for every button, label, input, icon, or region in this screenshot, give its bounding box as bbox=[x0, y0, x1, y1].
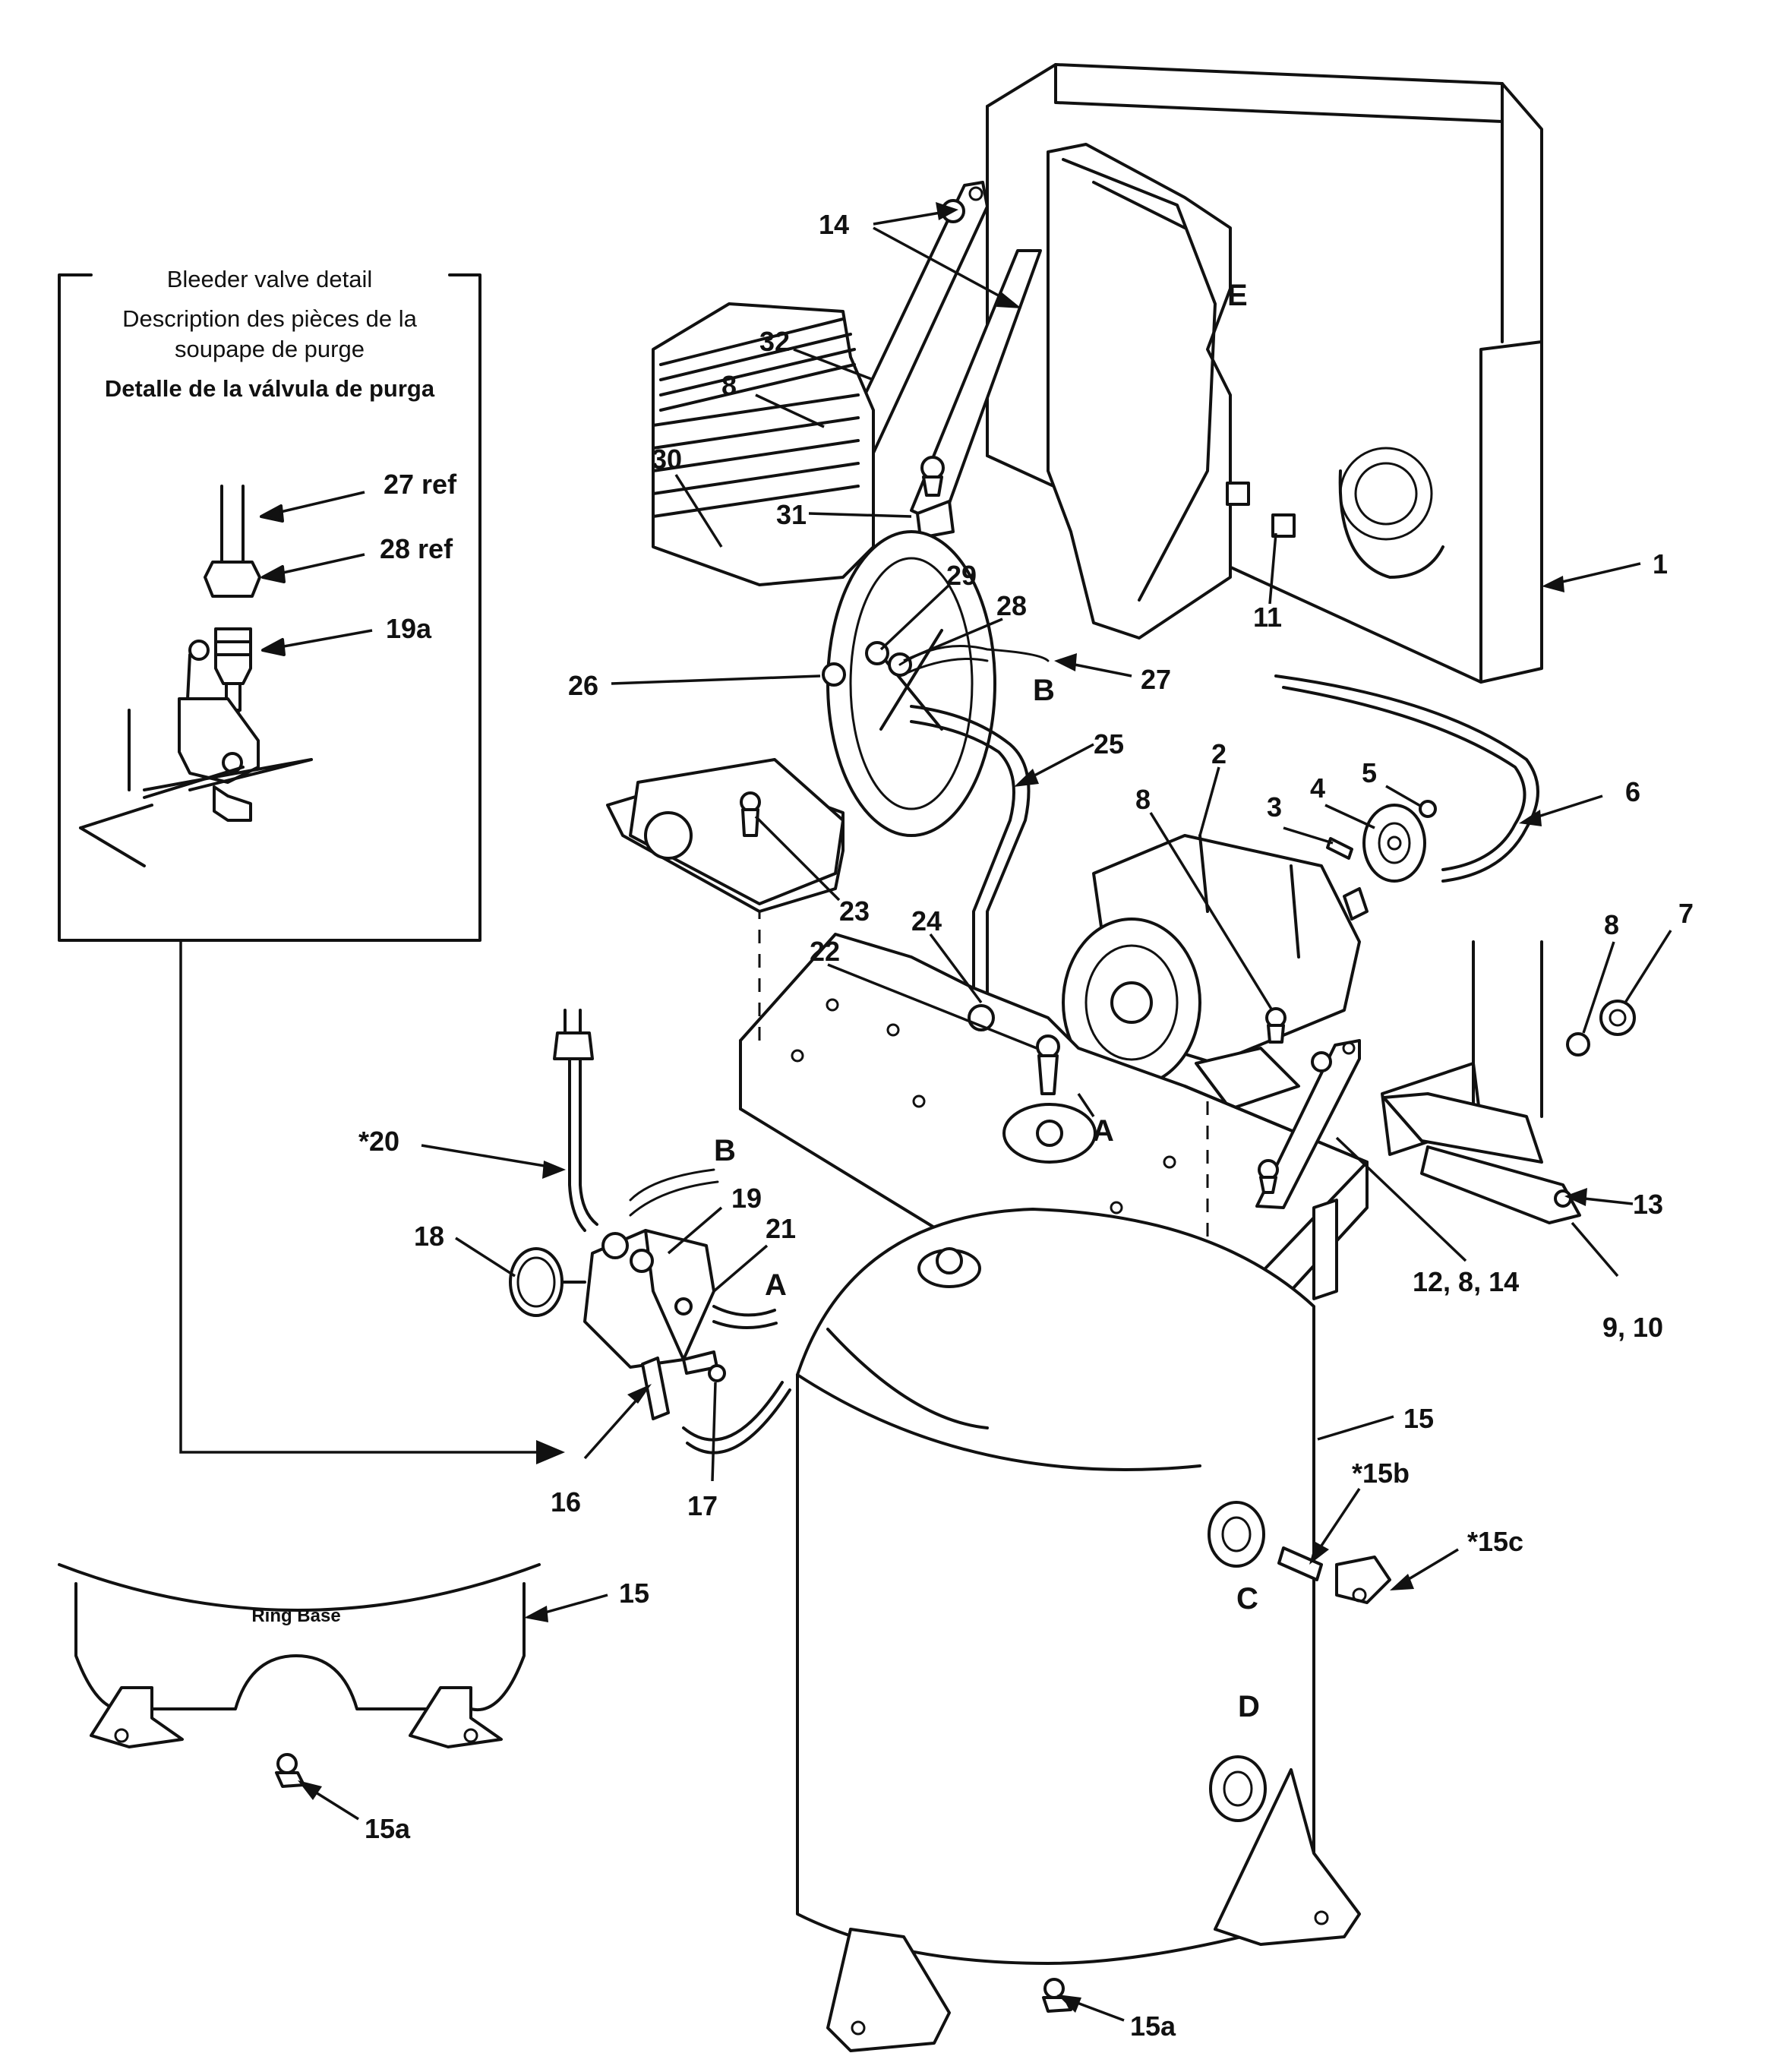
connection-letter-a-switch: A bbox=[765, 1268, 787, 1302]
label-8-top: 8 bbox=[721, 370, 737, 401]
right-brackets bbox=[1255, 940, 1636, 1224]
label-2: 2 bbox=[1211, 738, 1227, 769]
label-22: 22 bbox=[810, 936, 840, 967]
callout-leaders bbox=[421, 202, 1672, 2022]
label-25: 25 bbox=[1094, 728, 1124, 760]
label-19: 19 bbox=[731, 1183, 762, 1214]
connection-letter-d: D bbox=[1238, 1690, 1260, 1723]
callout-labels: 1 2 3 4 5 6 7 8 8 8 9, 10 11 12, 8, 14 1… bbox=[358, 209, 1694, 2042]
electric-motor bbox=[1062, 800, 1437, 1110]
drive-belt bbox=[1274, 674, 1539, 883]
label-15a: 15a bbox=[1130, 2010, 1176, 2042]
label-15b: *15b bbox=[1352, 1458, 1410, 1489]
label-30: 30 bbox=[652, 444, 682, 475]
label-27: 27 bbox=[1141, 664, 1171, 695]
label-8-motor: 8 bbox=[1135, 784, 1151, 815]
connection-letter-c: C bbox=[1236, 1582, 1258, 1616]
pressure-switch-assembly bbox=[509, 1009, 791, 1455]
label-23: 23 bbox=[839, 895, 870, 927]
belt-guard bbox=[986, 63, 1543, 684]
label-6: 6 bbox=[1625, 776, 1640, 807]
detail-reference-arrow bbox=[179, 940, 565, 1464]
detail-box-spanish-line: Detalle de la válvula de purga bbox=[105, 375, 435, 402]
bleeder-valve-illustration bbox=[79, 485, 313, 867]
label-3: 3 bbox=[1267, 791, 1282, 823]
label-20: *20 bbox=[358, 1126, 399, 1157]
label-9-10: 9, 10 bbox=[1602, 1312, 1663, 1343]
label-12-8-14: 12, 8, 14 bbox=[1413, 1266, 1519, 1297]
label-17: 17 bbox=[687, 1490, 718, 1521]
label-14: 14 bbox=[819, 209, 849, 240]
detail-box-french-line-2: soupape de purge bbox=[175, 336, 365, 362]
label-32: 32 bbox=[759, 326, 790, 357]
label-26: 26 bbox=[568, 670, 598, 701]
connection-letter-b-switch: B bbox=[714, 1134, 736, 1167]
label-27-ref: 27 ref bbox=[384, 469, 457, 500]
bleeder-valve-detail-box: Bleeder valve detail Description des piè… bbox=[58, 266, 481, 942]
connection-letter-e: E bbox=[1227, 279, 1248, 312]
label-19a: 19a bbox=[386, 613, 432, 644]
ring-base-title: Ring Base bbox=[251, 1606, 340, 1626]
label-11: 11 bbox=[1253, 602, 1282, 633]
label-1: 1 bbox=[1653, 548, 1668, 580]
connection-letter-b-pump: B bbox=[1033, 674, 1055, 707]
detail-box-title: Bleeder valve detail bbox=[167, 266, 373, 292]
connection-letter-a-top: A bbox=[1092, 1114, 1114, 1148]
label-18: 18 bbox=[414, 1221, 444, 1252]
compressor-pump bbox=[606, 302, 996, 913]
label-28-ref: 28 ref bbox=[380, 533, 453, 564]
label-16: 16 bbox=[551, 1486, 581, 1518]
detail-box-french-line-1: Description des pièces de la bbox=[122, 305, 417, 332]
ring-base-label-15a: 15a bbox=[365, 1813, 411, 1844]
ring-base-label-15: 15 bbox=[619, 1578, 649, 1609]
label-15: 15 bbox=[1403, 1403, 1434, 1434]
label-21: 21 bbox=[766, 1213, 796, 1244]
label-5: 5 bbox=[1362, 757, 1377, 788]
label-7: 7 bbox=[1678, 898, 1694, 929]
label-13: 13 bbox=[1633, 1189, 1663, 1220]
ring-base-inset: Ring Base 15 15a bbox=[58, 1563, 649, 1844]
label-29: 29 bbox=[946, 560, 977, 591]
air-tank bbox=[796, 1208, 1391, 2052]
label-15c: *15c bbox=[1467, 1526, 1523, 1557]
label-31: 31 bbox=[776, 499, 807, 530]
label-24: 24 bbox=[911, 905, 942, 937]
label-8-right: 8 bbox=[1604, 909, 1619, 940]
label-4: 4 bbox=[1310, 772, 1325, 804]
label-28: 28 bbox=[996, 590, 1027, 621]
